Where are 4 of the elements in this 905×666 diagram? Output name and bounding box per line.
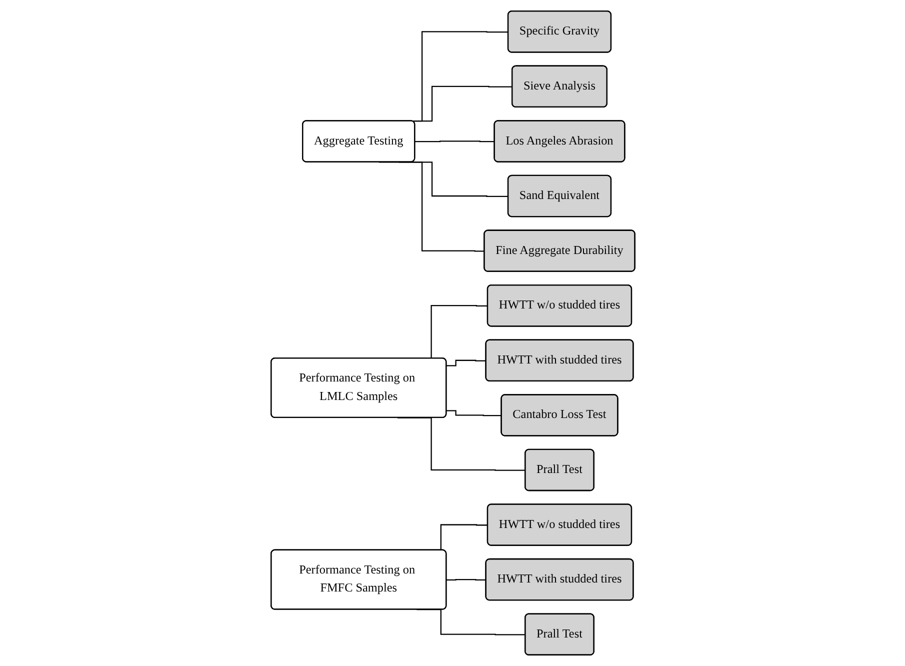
connector — [446, 410, 502, 416]
connector — [414, 140, 494, 142]
connector — [446, 578, 486, 581]
connector — [446, 360, 486, 366]
